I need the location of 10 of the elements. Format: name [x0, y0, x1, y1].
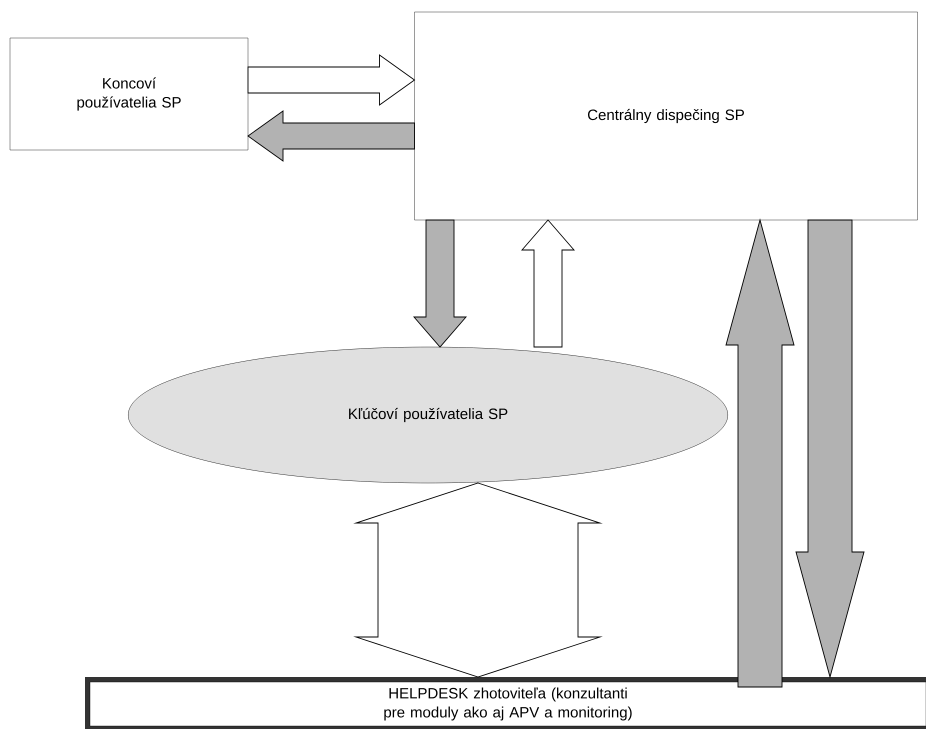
block-arrow — [521, 219, 575, 348]
block-arrow — [248, 54, 416, 106]
process-box: Centrálny dispečing SP — [414, 12, 918, 220]
block-arrow — [247, 110, 415, 162]
block-arrow — [353, 482, 603, 678]
block-arrow — [413, 220, 467, 348]
block-arrow — [725, 218, 795, 688]
block-arrow — [795, 220, 865, 679]
process-box: Koncoví používatelia SP — [10, 38, 248, 150]
helpdesk-box: HELPDESK zhotoviteľa (konzultanti pre moduly ako aj APV a monitoring) — [85, 677, 926, 729]
